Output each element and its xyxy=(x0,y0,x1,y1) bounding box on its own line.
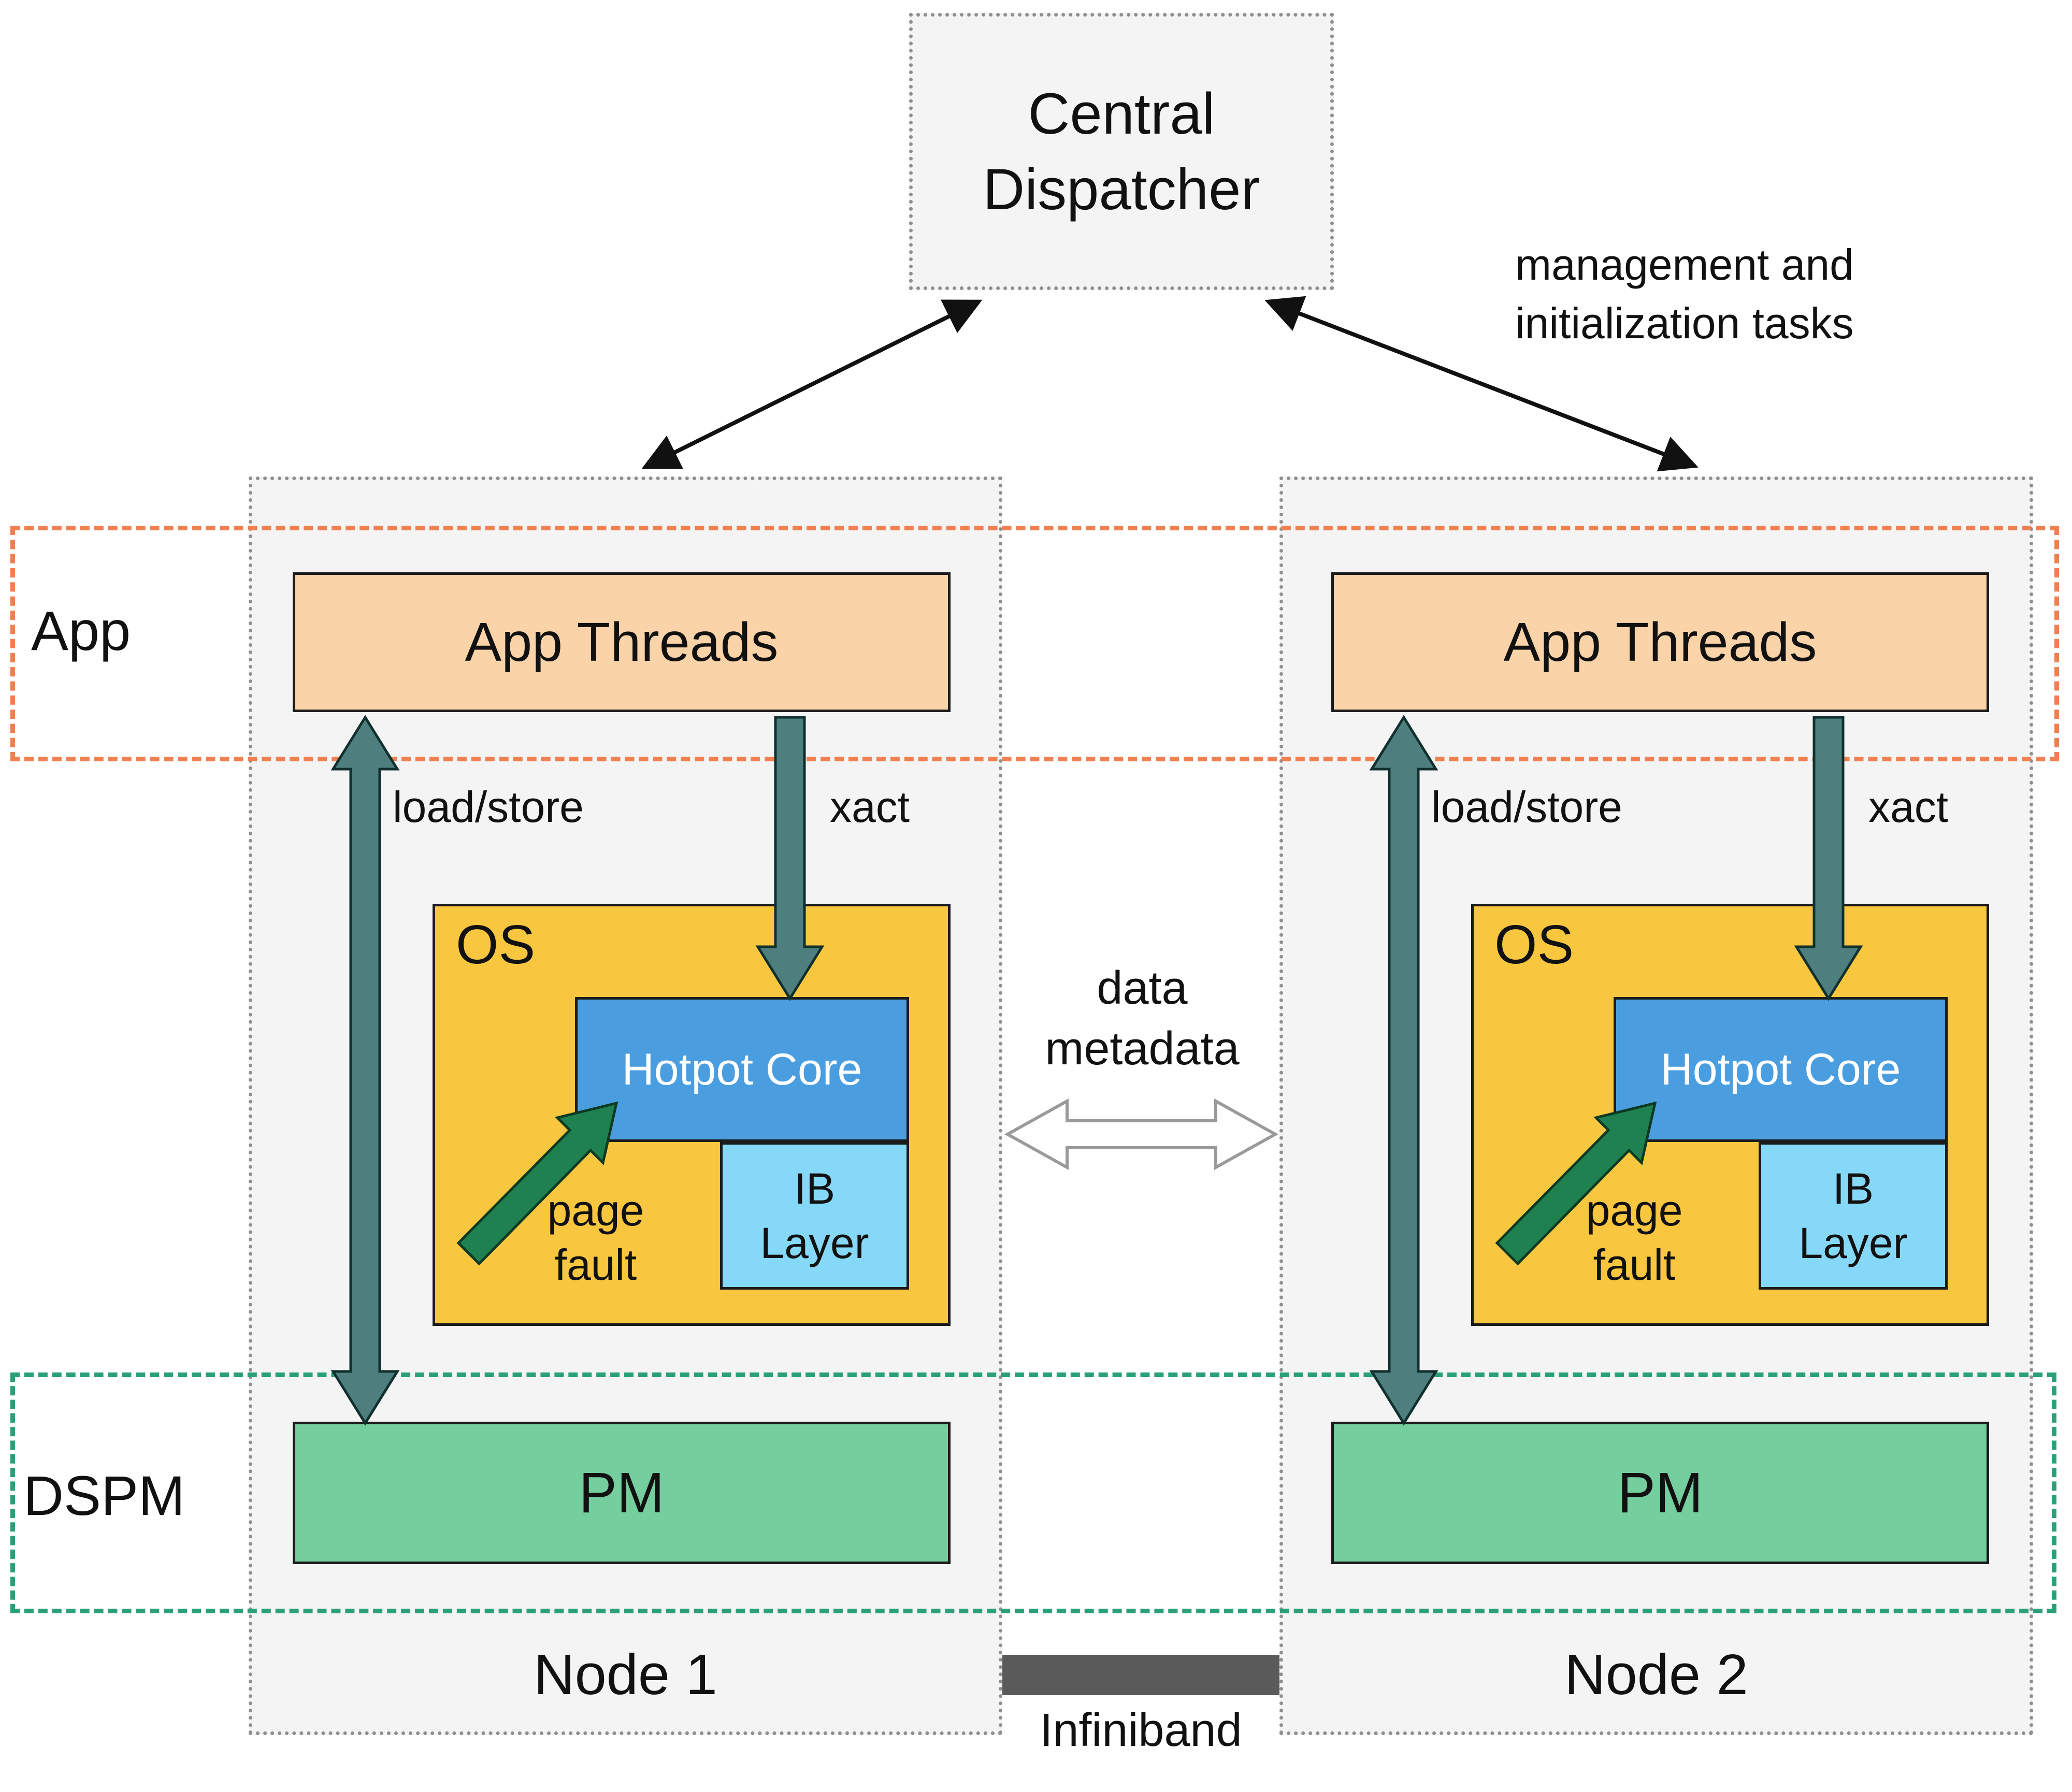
node1-xact-label: xact xyxy=(830,783,910,831)
node1-os-label: OS xyxy=(456,914,536,975)
node2-page-fault-label: page fault xyxy=(1586,1186,1683,1289)
node1-ib-layer-box: IB Layer xyxy=(720,1142,909,1290)
node1-hotpot-core-label: Hotpot Core xyxy=(622,1044,862,1094)
node2-os-label: OS xyxy=(1494,914,1574,975)
node1-pm-label: PM xyxy=(579,1461,665,1525)
dspm-band-label: DSPM xyxy=(23,1464,185,1527)
node2-hotpot-core-box: Hotpot Core xyxy=(1614,997,1948,1142)
node1-load-store-label: load/store xyxy=(393,783,584,831)
app-band xyxy=(10,526,2059,761)
data-metadata-label: data metadata xyxy=(1045,962,1240,1075)
node2-title: Node 2 xyxy=(1564,1643,1748,1707)
node1-app-threads-label: App Threads xyxy=(465,611,779,673)
node2-pm-box: PM xyxy=(1331,1422,1989,1564)
node2-load-store-label: load/store xyxy=(1431,783,1622,831)
node1-app-threads-box: App Threads xyxy=(293,572,951,712)
node1-ib-layer-label: IB Layer xyxy=(760,1164,869,1267)
node2-xact-label: xact xyxy=(1868,783,1949,831)
node1-hotpot-core-box: Hotpot Core xyxy=(575,997,909,1142)
app-band-label: App xyxy=(31,599,131,662)
infiniband-label: Infiniband xyxy=(1040,1704,1242,1756)
data-metadata-arrow xyxy=(1004,1098,1279,1170)
infiniband-bar xyxy=(1002,1655,1279,1695)
node1-pm-box: PM xyxy=(293,1422,951,1564)
central-dispatcher-box: Central Dispatcher xyxy=(909,13,1334,290)
node2-app-threads-label: App Threads xyxy=(1503,611,1817,673)
node1-page-fault-label: page fault xyxy=(547,1186,644,1289)
management-tasks-label: management and initialization tasks xyxy=(1515,240,1854,348)
node2-app-threads-box: App Threads xyxy=(1331,572,1989,712)
node2-ib-layer-label: IB Layer xyxy=(1798,1164,1908,1267)
dspm-band xyxy=(10,1372,2056,1613)
node2-ib-layer-box: IB Layer xyxy=(1759,1142,1948,1290)
node2-hotpot-core-label: Hotpot Core xyxy=(1660,1044,1901,1094)
dispatcher-node1-arrow xyxy=(641,299,983,469)
central-dispatcher-label: Central Dispatcher xyxy=(983,81,1260,222)
node2-pm-label: PM xyxy=(1617,1461,1703,1525)
node1-title: Node 1 xyxy=(534,1643,717,1707)
